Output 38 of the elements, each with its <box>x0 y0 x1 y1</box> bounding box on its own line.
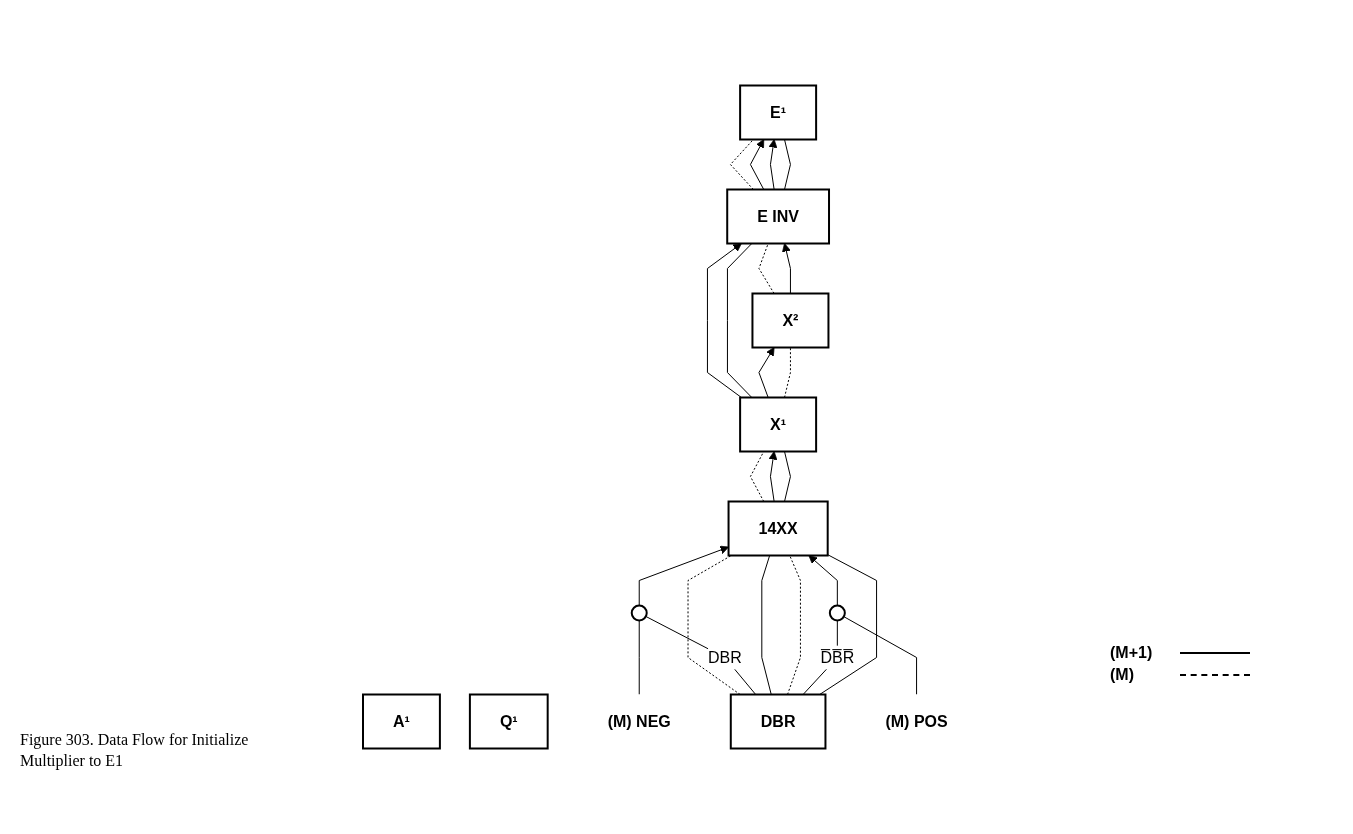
edge-label: DBR <box>707 648 742 666</box>
connector <box>726 243 752 398</box>
node-circle <box>630 604 648 622</box>
node-box: X² <box>751 292 830 349</box>
arrow <box>768 139 777 190</box>
connector <box>783 451 791 502</box>
arrow <box>808 555 838 606</box>
node-box: Q¹ <box>468 693 549 750</box>
node-box: A¹ <box>361 693 441 750</box>
connector <box>638 620 640 695</box>
node-box: 14XX <box>727 500 829 557</box>
connector <box>687 555 741 695</box>
node-box: E¹ <box>738 84 817 141</box>
node-box: DBR <box>729 693 827 750</box>
node-box: E INV <box>725 188 830 245</box>
node-circle <box>828 604 846 622</box>
connector <box>758 243 775 294</box>
connector <box>843 616 917 695</box>
edge-label: D̅B̅R̅ <box>820 648 854 666</box>
arrow <box>638 545 729 606</box>
arrow <box>749 139 764 190</box>
connector <box>645 615 756 695</box>
arrow <box>758 347 775 398</box>
connector <box>749 451 764 502</box>
connector <box>818 554 877 695</box>
node-text: (M) POS <box>885 712 948 730</box>
legend-label: (M) <box>1110 666 1135 684</box>
legend-label: (M+1) <box>1110 644 1154 662</box>
node-text: (M) NEG <box>607 712 671 730</box>
figure-caption: Figure 303. Data Flow for Initialize Multiplier to E1 <box>20 730 250 772</box>
connector <box>783 347 791 398</box>
arrow <box>706 243 742 398</box>
connector <box>760 555 772 695</box>
arrow <box>768 451 777 502</box>
connector <box>783 139 791 190</box>
connector <box>786 555 801 695</box>
node-box: X¹ <box>738 396 817 453</box>
arrow <box>781 243 791 294</box>
